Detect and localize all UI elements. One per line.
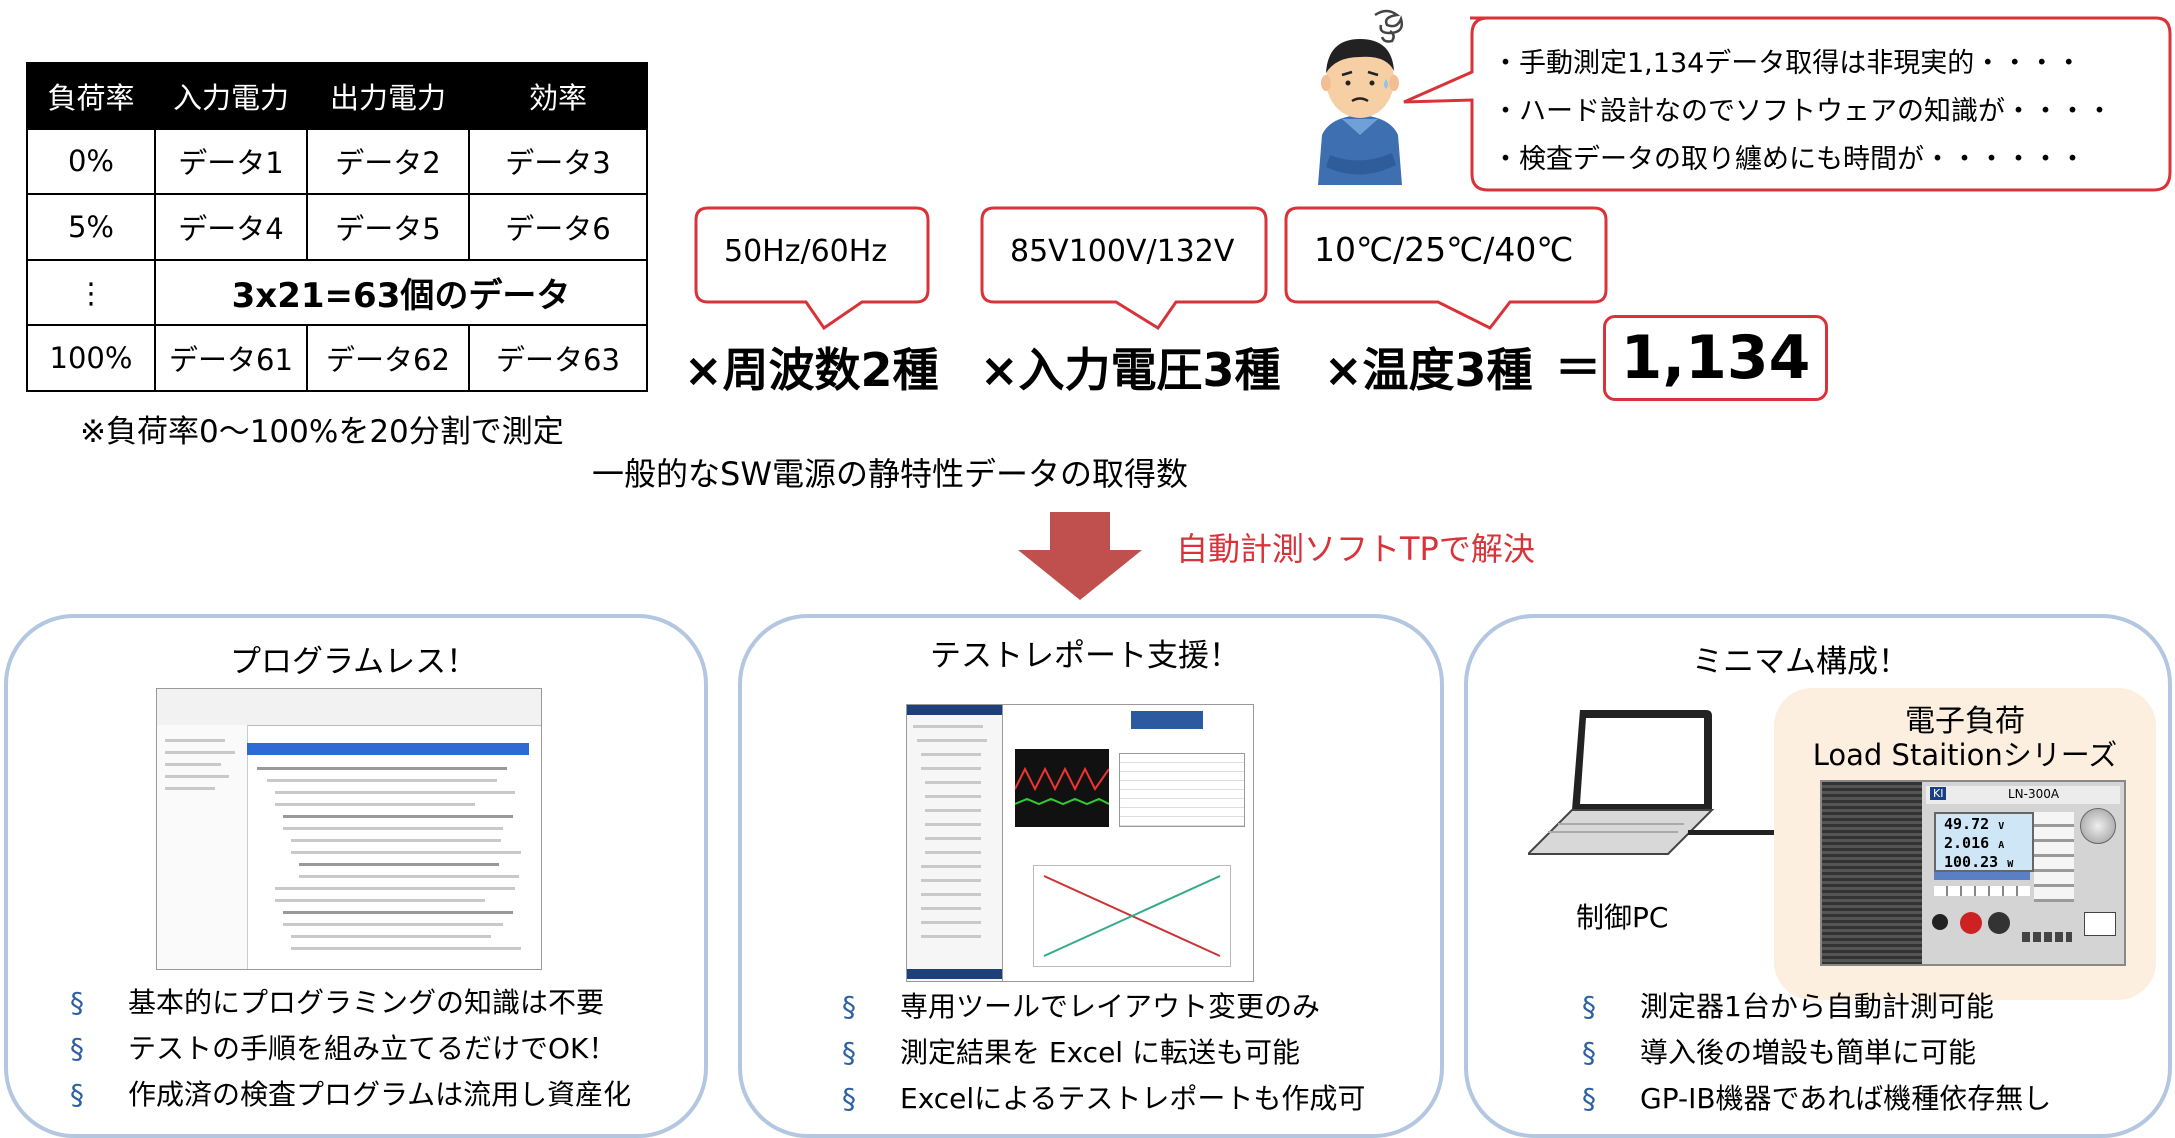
table-row: 100% データ61 データ62 データ63	[26, 324, 648, 392]
list-item: §測定結果を Excel に転送も可能	[842, 1030, 1365, 1076]
table-cell: データ61	[154, 324, 308, 392]
test-report-panel: テストレポート支援！ §専用ツールでレイアウト変更のみ §測定結果を Excel	[738, 614, 1444, 1138]
panel-title: ミニマム構成！	[1692, 644, 1909, 680]
section-mark-icon: §	[70, 1032, 84, 1065]
equals-sign: ＝	[1555, 341, 1601, 395]
electronic-load-device: KI LN-300A 49.72 V 2.016 A 100.23 W	[1820, 780, 2126, 966]
display-reading: 2.016	[1944, 834, 1990, 852]
panel-title: テストレポート支援！	[930, 638, 1240, 674]
list-item: §作成済の検査プログラムは流用し資産化	[70, 1072, 631, 1118]
list-item: §測定器1台から自動計測可能	[1582, 984, 2051, 1030]
data-table: 負荷率 入力電力 出力電力 効率 0% データ1 データ2 データ3 5% デー…	[26, 62, 648, 392]
list-item: §Excelによるテストレポートも作成可	[842, 1076, 1365, 1122]
table-cell: データ63	[468, 324, 648, 392]
section-mark-icon: §	[70, 1078, 84, 1111]
condition-callout: 10℃/25℃/40℃	[1284, 206, 1610, 332]
device-display: 49.72 V 2.016 A 100.23 W	[1934, 812, 2034, 872]
feature-list: §専用ツールでレイアウト変更のみ §測定結果を Excel に転送も可能 §Ex…	[842, 984, 1365, 1122]
frequency-factor: ×周波数2種	[684, 343, 939, 397]
list-item: §導入後の増設も簡単に可能	[1582, 1030, 2051, 1076]
callout-text: 10℃/25℃/40℃	[1314, 230, 1574, 269]
total-count: 1,134	[1620, 323, 1811, 393]
table-header-row: 負荷率 入力電力 出力電力 効率	[26, 62, 648, 130]
solution-text: 自動計測ソフトTPで解決	[1176, 530, 1535, 568]
worried-person-icon	[1300, 5, 1420, 185]
table-cell: データ3	[468, 127, 648, 196]
laptop-icon	[1525, 704, 1718, 874]
terminal-icon	[1932, 914, 1948, 930]
list-item: §GP-IB機器であれば機種依存無し	[1582, 1076, 2051, 1122]
table-header: 入力電力	[154, 62, 308, 130]
temperature-factor: ×温度3種	[1324, 343, 1533, 397]
section-mark-icon: §	[1582, 1082, 1596, 1115]
table-header: 負荷率	[26, 62, 156, 130]
table-cell: 5%	[26, 193, 156, 261]
callout-text: 85V100V/132V	[1010, 234, 1235, 269]
table-cell: データ1	[154, 127, 308, 196]
table-cell: データ2	[306, 127, 470, 196]
feature-list: §測定器1台から自動計測可能 §導入後の増設も簡単に可能 §GP-IB機器であれ…	[1582, 984, 2051, 1122]
condition-callout: 50Hz/60Hz	[694, 206, 930, 332]
table-cell: データ4	[154, 193, 308, 261]
table-cell: データ5	[306, 193, 470, 261]
terminal-icon	[1960, 912, 1982, 934]
section-mark-icon: §	[842, 990, 856, 1023]
speech-line: ・ハード設計なのでソフトウェアの知識が・・・・	[1492, 96, 2113, 127]
load-label: 電子負荷	[1905, 704, 2025, 739]
display-reading: 100.23	[1944, 853, 1999, 871]
speech-line: ・検査データの取り纏めにも時間が・・・・・・	[1492, 144, 2086, 175]
table-cell: 100%	[26, 324, 156, 392]
table-row: 5% データ4 データ5 データ6	[26, 193, 648, 261]
section-mark-icon: §	[842, 1082, 856, 1115]
table-cell-merged: 3x21=63個のデータ	[154, 258, 648, 327]
table-cell: データ6	[468, 193, 648, 261]
speech-line: ・手動測定1,134データ取得は非現実的・・・・	[1492, 48, 2083, 79]
function-keys	[1934, 886, 2030, 896]
feature-list: §基本的にプログラミングの知識は不要 §テストの手順を組み立てるだけでOK！ §…	[70, 980, 631, 1118]
test-sequence-editor-screenshot	[156, 688, 542, 970]
vent-grille-icon	[1822, 782, 1922, 964]
table-row: ⋮ 3x21=63個のデータ	[26, 258, 648, 327]
caption: 一般的なSW電源の静特性データの取得数	[592, 455, 1188, 493]
rotary-knob-icon	[2080, 808, 2116, 844]
table-header: 出力電力	[306, 62, 470, 130]
layout-view-screenshot	[906, 704, 1004, 982]
table-cell: 0%	[26, 127, 156, 196]
waveform-icon	[1014, 749, 1110, 827]
display-reading: 49.72	[1944, 815, 1990, 833]
list-item: §基本的にプログラミングの知識は不要	[70, 980, 631, 1026]
keypad	[2034, 812, 2074, 902]
load-series-label: Load Staitionシリーズ	[1812, 738, 2118, 772]
connection-cable	[1688, 830, 1816, 835]
pc-label: 制御PC	[1576, 901, 1669, 934]
section-mark-icon: §	[1582, 1036, 1596, 1069]
table-cell: データ62	[306, 324, 470, 392]
terminal-icon	[1988, 912, 2010, 934]
electronic-load-area: 電子負荷 Load Staitionシリーズ KI LN-300A 49.72 …	[1774, 688, 2156, 1000]
table-row: 0% データ1 データ2 データ3	[26, 127, 648, 196]
down-arrow-icon	[1016, 512, 1144, 602]
total-count-box: 1,134	[1603, 315, 1828, 401]
panel-title: プログラムレス！	[230, 644, 478, 680]
section-mark-icon: §	[842, 1036, 856, 1069]
table-note: ※負荷率0～100%を20分割で測定	[80, 414, 564, 450]
programless-panel: プログラムレス！ §基本的にプログラミングの知識は不要 §テストの手順を組み立て…	[4, 614, 708, 1138]
voltage-factor: ×入力電圧3種	[980, 343, 1281, 397]
condition-callout: 85V100V/132V	[980, 206, 1270, 332]
table-header: 効率	[468, 62, 648, 130]
device-model: LN-300A	[2008, 787, 2060, 801]
power-switch-icon	[2084, 912, 2116, 936]
section-mark-icon: §	[1582, 990, 1596, 1023]
speech-bubble: ・手動測定1,134データ取得は非現実的・・・・ ・ハード設計なのでソフトウェア…	[1400, 14, 2174, 194]
efficiency-graph-icon	[1033, 865, 1231, 967]
list-item: §専用ツールでレイアウト変更のみ	[842, 984, 1365, 1030]
brand-logo-icon: KI	[1930, 787, 1947, 800]
minimum-config-panel: ミニマム構成！ 制御PC 電子負荷 Load Staitionシリーズ KI L…	[1464, 614, 2172, 1138]
list-item: §テストの手順を組み立てるだけでOK！	[70, 1026, 631, 1072]
table-cell: ⋮	[26, 258, 156, 327]
callout-text: 50Hz/60Hz	[724, 234, 888, 269]
section-mark-icon: §	[70, 986, 84, 1019]
report-preview-screenshot	[1002, 704, 1254, 982]
